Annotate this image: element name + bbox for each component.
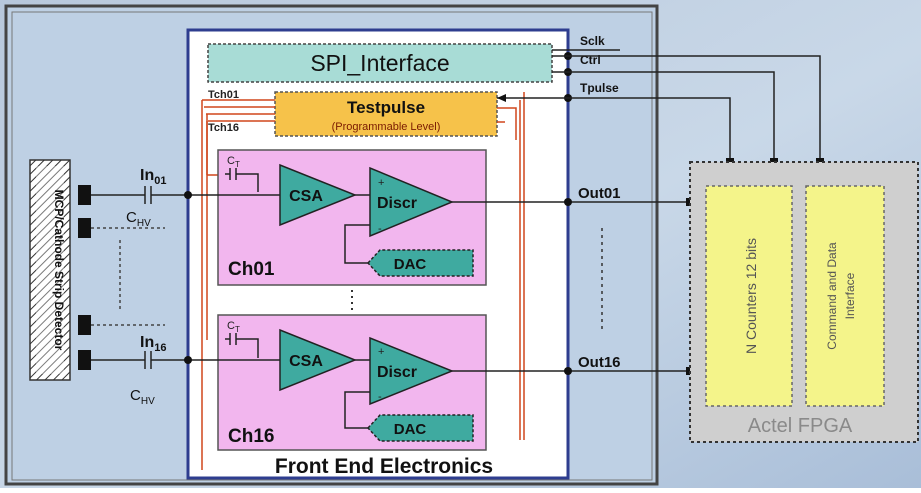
discr-label-16: Discr [377, 364, 417, 381]
spi-interface-label: SPI_Interface [310, 50, 449, 76]
out16-label: Out16 [578, 354, 621, 371]
testpulse-title: Testpulse [347, 98, 425, 117]
tpulse-label: Tpulse [580, 81, 619, 95]
csa-label-01: CSA [289, 188, 323, 205]
discr-plus-01: + [378, 177, 384, 189]
dac-label-01: DAC [394, 256, 427, 273]
channel-01-label: Ch01 [228, 259, 275, 280]
front-end-label: Front End Electronics [275, 455, 493, 478]
channel-16-label: Ch16 [228, 426, 274, 447]
sclk-label: Sclk [580, 34, 605, 48]
csa-label-16: CSA [289, 353, 323, 370]
fpga-label: Actel FPGA [748, 415, 853, 437]
ctrl-label: Ctrl [580, 53, 601, 67]
discr-plus-16: + [378, 346, 384, 358]
tch16-label: Tch16 [208, 122, 239, 134]
detector-label: MCP/Cathode Strip Detector [52, 190, 66, 351]
discr-minus-16: - [378, 391, 382, 403]
command-label-line2: Interface [843, 272, 857, 319]
command-label-line1: Command and Data [825, 242, 839, 350]
testpulse-subtitle: (Programmable Level) [332, 121, 441, 133]
dac-label-16: DAC [394, 421, 427, 438]
discr-minus-01: - [378, 223, 382, 235]
tch01-label: Tch01 [208, 89, 239, 101]
discr-label-01: Discr [377, 195, 417, 212]
out01-label: Out01 [578, 185, 621, 202]
counters-label: N Counters 12 bits [743, 238, 759, 354]
